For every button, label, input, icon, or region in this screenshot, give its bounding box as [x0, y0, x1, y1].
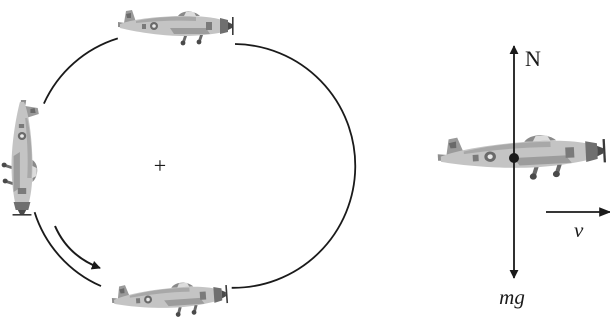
- plane-fbd-icon: [437, 130, 607, 185]
- loop-path: [35, 38, 356, 287]
- loop-center-mark: +: [154, 153, 166, 178]
- rotation-arrow-icon: [55, 226, 100, 268]
- velocity-label: v: [574, 218, 584, 242]
- weight-label: mg: [499, 285, 525, 309]
- normal-force-label: N: [525, 46, 541, 71]
- plane-bottom-icon: [111, 278, 229, 321]
- point-mass-dot: [509, 153, 519, 163]
- plane-top-icon: [118, 10, 234, 45]
- plane-left-icon: [2, 100, 39, 216]
